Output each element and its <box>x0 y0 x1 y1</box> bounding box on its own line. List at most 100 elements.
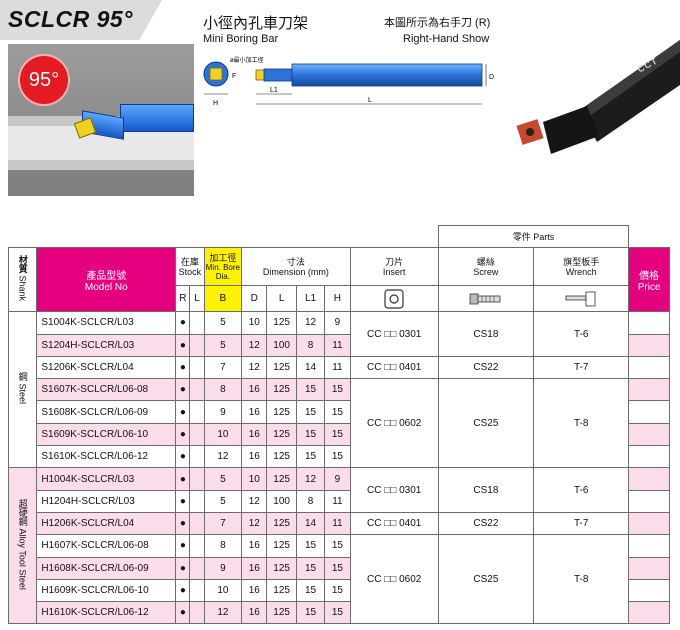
model-cell: S1607K-SCLCR/L06-08 <box>36 378 177 402</box>
d-cell: 16 <box>241 601 268 625</box>
table-row: H1607K-SCLCR/L06-08 ● 8 16 125 15 15 CC … <box>9 534 670 625</box>
boring-bar-shank <box>120 104 194 132</box>
side-view-shank <box>291 63 483 87</box>
price-cell <box>628 378 670 402</box>
l1-cell: 15 <box>295 400 326 424</box>
l-cell: 125 <box>266 311 297 335</box>
l1-cell: 12 <box>295 311 326 335</box>
stock-r: ● <box>175 511 191 536</box>
table-row: S1609K-SCLCR/L06-10 ● 10 16 125 15 15 <box>9 422 670 447</box>
model-cell: S1608K-SCLCR/L06-09 <box>36 400 177 424</box>
table-row: H1206K-SCLCR/L04 ● 7 12 125 14 11 CC □□ … <box>9 511 670 536</box>
stock-l <box>189 311 205 335</box>
l1-cell: 15 <box>295 445 326 469</box>
stock-r: ● <box>175 333 191 357</box>
bore-cell: 12 <box>203 601 243 625</box>
dimension-header: 寸法 Dimension (mm) <box>241 247 351 287</box>
price-cell <box>628 556 670 580</box>
l-cell: 125 <box>266 556 297 580</box>
screw-cell: CS22 <box>437 511 535 536</box>
shank-alloy-steel: 超硬鋼 Alloy Tool Steel <box>7 467 38 625</box>
col-d: D <box>241 285 268 313</box>
col-length: L <box>266 285 297 313</box>
d-cell: 16 <box>241 378 268 402</box>
d-cell: 12 <box>241 355 268 380</box>
l-cell: 100 <box>266 333 297 357</box>
price-header: 價格 Price <box>628 247 670 313</box>
l1-cell: 15 <box>295 578 326 603</box>
l-cell: 125 <box>266 400 297 424</box>
bore-cell: 10 <box>203 578 243 603</box>
stock-r: ● <box>175 578 191 603</box>
title-tab <box>0 0 162 40</box>
d-cell: 12 <box>241 489 268 513</box>
product-photo-svg <box>516 40 680 154</box>
l-cell: 125 <box>266 601 297 625</box>
hand-note-en: Right-Hand Show <box>403 33 490 45</box>
bore-cell: 5 <box>203 467 243 491</box>
price-cell <box>628 511 670 536</box>
l-cell: 125 <box>266 467 297 491</box>
bore-cell: 8 <box>203 378 243 402</box>
insert-icon <box>349 285 439 313</box>
wrench-cell: T-7 <box>533 511 630 536</box>
price-cell <box>628 601 670 625</box>
l1-cell: 14 <box>295 355 326 380</box>
insert-cell: CC □□ 0401 <box>349 355 439 380</box>
stock-l <box>189 578 205 603</box>
l-cell: 125 <box>266 511 297 536</box>
model-cell: H1610K-SCLCR/L06-12 <box>36 601 177 625</box>
application-photo: 95° <box>8 44 194 196</box>
stock-l <box>189 556 205 580</box>
model-cell: S1204H-SCLCR/L03 <box>36 333 177 357</box>
wrench-cell: T-7 <box>533 355 630 380</box>
bore-cell: 12 <box>203 445 243 469</box>
table-row: H1204H-SCLCR/L03 ● 5 12 100 8 11 <box>9 489 670 513</box>
label-l: L <box>368 97 372 104</box>
screw-cell: CS22 <box>437 355 535 380</box>
bore-cell: 10 <box>203 422 243 447</box>
angle-badge: 95° <box>18 54 70 106</box>
stock-l <box>189 378 205 402</box>
stock-r: ● <box>175 534 191 558</box>
d-cell: 16 <box>241 422 268 447</box>
stock-l <box>189 601 205 625</box>
stock-r: ● <box>175 556 191 580</box>
screw-icon <box>437 285 535 313</box>
hand-note-cn: 本圖所示為右手刀 (R) <box>384 17 491 29</box>
model-cell: H1608K-SCLCR/L06-09 <box>36 556 177 580</box>
h-cell: 15 <box>324 556 351 580</box>
model-cell: H1206K-SCLCR/L04 <box>36 511 177 536</box>
table-row: H1610K-SCLCR/L06-12 ● 12 16 125 15 15 <box>9 601 670 625</box>
stock-l <box>189 467 205 491</box>
model-cell: H1607K-SCLCR/L06-08 <box>36 534 177 558</box>
label-f: F <box>232 73 236 80</box>
col-r: R <box>175 285 191 313</box>
wrench-cell: T-8 <box>533 534 630 625</box>
h-cell: 15 <box>324 378 351 402</box>
stock-l <box>189 445 205 469</box>
label-h: H <box>213 100 218 107</box>
d-cell: 10 <box>241 467 268 491</box>
d-cell: 16 <box>241 534 268 558</box>
stock-r: ● <box>175 378 191 402</box>
price-cell <box>628 422 670 447</box>
l-cell: 125 <box>266 534 297 558</box>
table-row: H1609K-SCLCR/L06-10 ● 10 16 125 15 15 <box>9 578 670 603</box>
label-l1: L1 <box>270 87 278 94</box>
h-cell: 9 <box>324 467 351 491</box>
h-cell: 11 <box>324 333 351 357</box>
stock-l <box>189 489 205 513</box>
table-row: S1610K-SCLCR/L06-12 ● 12 16 125 15 15 <box>9 445 670 469</box>
l1-cell: 15 <box>295 378 326 402</box>
dimension-diagram: H ø最小加工徑 F D L1 L <box>203 56 494 107</box>
stock-l <box>189 355 205 380</box>
bore-cell: 5 <box>203 311 243 335</box>
stock-r: ● <box>175 601 191 625</box>
wrench-icon <box>533 285 630 313</box>
d-cell: 16 <box>241 556 268 580</box>
insert-cell: CC □□ 0301 <box>349 467 439 513</box>
col-h: H <box>324 285 351 313</box>
h-cell: 15 <box>324 400 351 424</box>
stock-r: ● <box>175 311 191 335</box>
